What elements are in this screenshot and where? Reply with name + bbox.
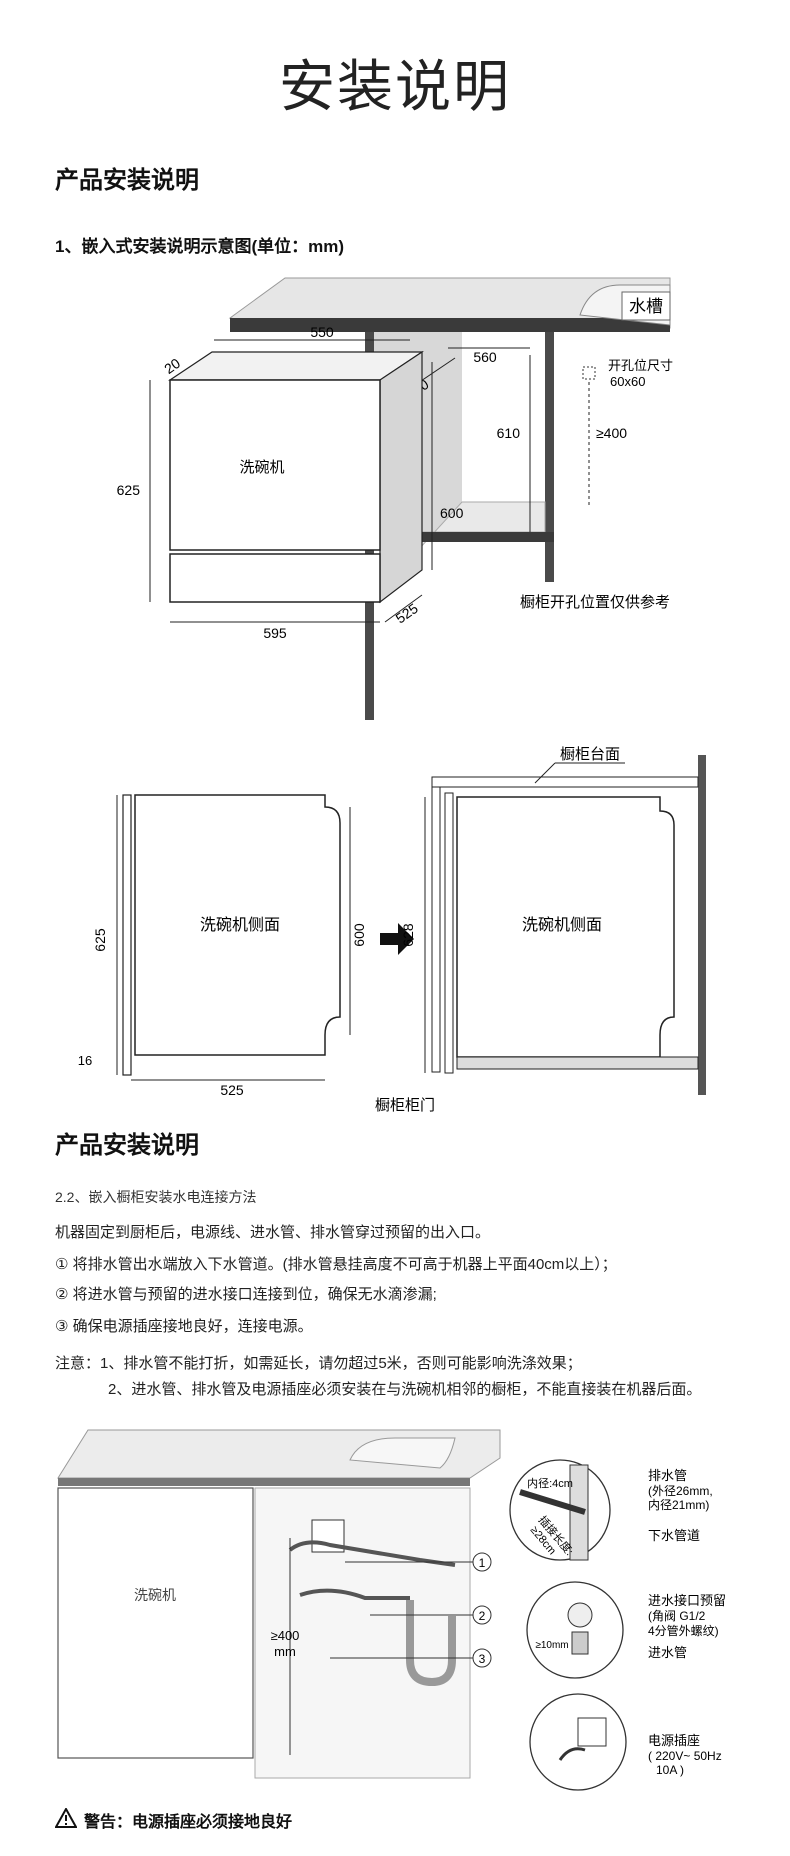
left-door-panel	[122, 794, 132, 1076]
sub-heading-2: 2.2、嵌入橱柜安装水电连接方法	[55, 1189, 257, 1205]
drain-pipe-line2: 内径21mm)	[648, 1498, 709, 1512]
dishwasher-label: 洗碗机	[239, 459, 284, 476]
power-title: 电源插座	[648, 1733, 700, 1748]
hole-label-2: 60x60	[610, 374, 645, 389]
dim-600: 600	[440, 505, 464, 521]
dim-400: ≥400	[596, 425, 627, 441]
inlet-connector	[571, 1631, 589, 1655]
height-label-2: mm	[274, 1644, 296, 1659]
marker-3-label: 3	[479, 1652, 486, 1666]
inlet-title: 进水接口预留	[648, 1593, 726, 1608]
side-view-diagram: 洗碗机侧面 625 600 16 525 洗碗机侧面 628 橱柜台面 橱柜柜门	[78, 746, 706, 1114]
drain-hose	[288, 1540, 456, 1567]
side-label-left: 洗碗机侧面	[200, 916, 280, 934]
power-socket-icon	[577, 1717, 607, 1747]
cabinet-right-wall	[545, 332, 554, 582]
step-2: ② 将进水管与预留的进水接口连接到位，确保无水滴渗漏;	[55, 1286, 437, 1303]
dim-610: 610	[497, 425, 521, 441]
dim-625: 625	[117, 482, 141, 498]
drain-pipe-line1: (外径26mm,	[648, 1484, 713, 1498]
page-title: 安装说明	[279, 55, 511, 118]
gap-label: ≥10mm	[535, 1640, 568, 1651]
dim-line-525	[384, 594, 423, 623]
warning-text: 警告：电源插座必须接地良好	[84, 1814, 293, 1831]
hole-label-1: 开孔位尺寸	[608, 358, 673, 373]
dishwasher-label-3: 洗碗机	[134, 1587, 176, 1603]
dim-550-top: 550	[310, 324, 334, 340]
dishwasher-top	[168, 351, 424, 381]
power-line2: 10A )	[656, 1763, 684, 1777]
installation-diagram: 水槽 560 550 610 ≥400 开孔位尺寸 60x60 洗碗机 550 …	[117, 277, 673, 720]
dim-560: 560	[473, 349, 497, 365]
dishwasher-side	[379, 350, 423, 604]
power-plug-cable	[558, 1747, 586, 1761]
countertop-slab	[431, 776, 699, 788]
inner-dia: 内径:4cm	[527, 1476, 573, 1490]
inlet-hose	[299, 1588, 410, 1600]
side-label-right: 洗碗机侧面	[522, 916, 602, 934]
dim-525: 525	[393, 600, 421, 627]
u-trap-pipe	[406, 1600, 456, 1687]
angle-valve	[567, 1602, 593, 1628]
cabinet-note: 橱柜开孔位置仅供参考	[520, 594, 670, 611]
dim-628: 628	[400, 923, 416, 947]
cabinet-side	[431, 786, 441, 1073]
sink-label: 水槽	[629, 297, 663, 316]
cabinet-interior	[254, 1487, 471, 1779]
drain-pipe-title: 排水管	[648, 1468, 687, 1483]
drain-pipe-insert	[519, 1489, 586, 1515]
sewer-pipe-label: 下水管道	[648, 1528, 700, 1543]
sink-basin	[349, 1437, 456, 1469]
dim-16: 16	[78, 1053, 92, 1068]
detail-circle-inlet	[526, 1581, 624, 1679]
step-3: ③ 确保电源插座接地良好，连接电源。	[55, 1318, 313, 1335]
warning-icon	[55, 1808, 77, 1828]
dishwasher-door	[169, 379, 381, 551]
dishwasher-kick-plate	[169, 553, 381, 603]
note-line-1: 注意：1、排水管不能打折，如需延长，请勿超过5米，否则可能影响洗涤效果；	[55, 1355, 582, 1372]
hole-marker	[582, 366, 596, 380]
height-label-1: ≥400	[271, 1628, 300, 1643]
countertop-label: 橱柜台面	[560, 746, 620, 763]
sink-label-box	[621, 291, 671, 321]
sub-heading-1: 1、嵌入式安装说明示意图(单位：mm)	[55, 237, 345, 256]
inlet-pipe-label: 进水管	[648, 1645, 687, 1660]
cabinet-door-panel	[444, 792, 454, 1074]
right-dishwasher-body	[456, 796, 675, 1058]
cabinet-base	[456, 1056, 699, 1070]
inlet-line1: (角阀 G1/2	[648, 1609, 706, 1623]
marker-2-label: 2	[479, 1609, 486, 1623]
left-dishwasher-body	[134, 794, 341, 1056]
power-line1: ( 220V~ 50Hz	[648, 1749, 722, 1763]
connection-diagram: 洗碗机 ≥400 mm 1 2 3 内径:4cm 插接长度: ≥28cm 排水管…	[57, 1429, 726, 1791]
intro-text: 机器固定到厨柜后，电源线、进水管、排水管穿过预留的出入口。	[55, 1224, 491, 1241]
marker-1-label: 1	[479, 1556, 486, 1570]
dim-625-side: 625	[92, 928, 108, 952]
right-wall	[698, 755, 706, 1095]
section-heading-1: 产品安装说明	[55, 167, 199, 194]
dim-600-side: 600	[351, 923, 367, 947]
counter-edge	[58, 1478, 470, 1486]
countertop-edge	[230, 318, 670, 332]
cabinet-plinth	[420, 532, 554, 542]
countertop-leader	[534, 762, 556, 784]
note-line-2: 2、进水管、排水管及电源插座必须安装在与洗碗机相邻的橱柜，不能直接装在机器后面。	[108, 1381, 702, 1398]
step-1: ① 将排水管出水端放入下水管道。(排水管悬挂高度不可高于机器上平面40cm以上）…	[55, 1256, 617, 1273]
section-heading-2: 产品安装说明	[55, 1132, 199, 1159]
cabinet-door-label: 橱柜柜门	[375, 1097, 435, 1114]
dim-595: 595	[263, 625, 287, 641]
inlet-line2: 4分管外螺纹)	[648, 1623, 719, 1638]
arrow-icon	[380, 923, 414, 955]
dim-525-side: 525	[220, 1082, 244, 1098]
dishwasher-front	[57, 1487, 254, 1759]
